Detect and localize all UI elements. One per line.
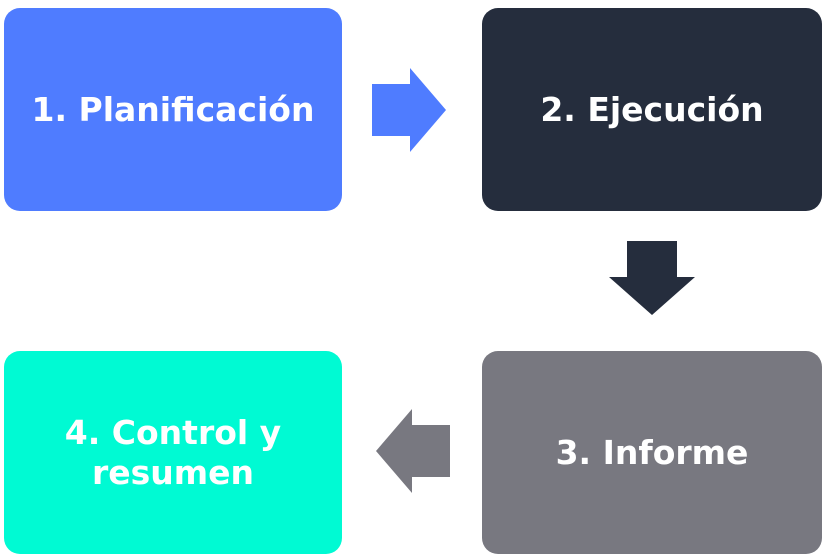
arrow-right-icon xyxy=(372,68,446,152)
step-ejecucion: 2. Ejecución xyxy=(482,8,822,211)
step-ejecucion-label: 2. Ejecución xyxy=(540,89,764,129)
step-informe-label: 3. Informe xyxy=(555,432,749,472)
step-planificacion: 1. Planificación xyxy=(4,8,342,211)
step-control-resumen-label: 4. Control y resumen xyxy=(64,412,282,492)
step-planificacion-label: 1. Planificación xyxy=(31,89,315,129)
arrow-down-icon xyxy=(609,241,695,315)
step-informe: 3. Informe xyxy=(482,351,822,554)
step-control-resumen: 4. Control y resumen xyxy=(4,351,342,554)
arrow-left-icon xyxy=(376,409,450,493)
